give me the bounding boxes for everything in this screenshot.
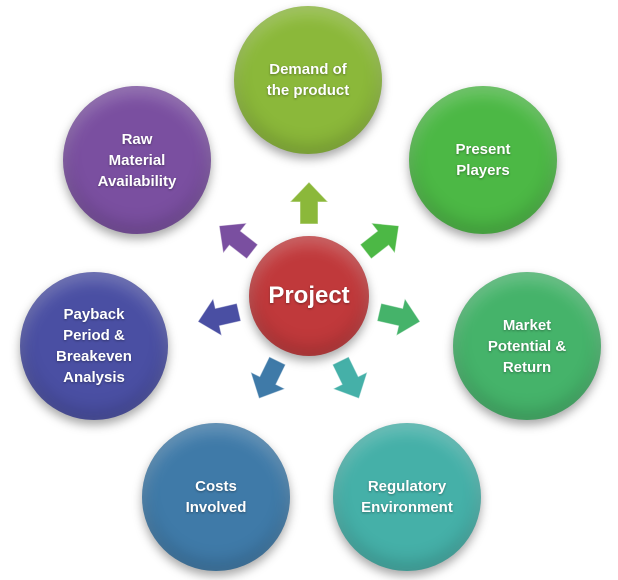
node-label-raw: Raw Material Availability xyxy=(97,130,177,190)
node-label-regulatory: Regulatory Environment xyxy=(361,478,453,516)
node-costs-involved: Costs Involved xyxy=(142,423,290,571)
center-label: Project xyxy=(268,282,350,309)
center-node-project: Project xyxy=(249,236,369,356)
node-label-market: Market Potential & Return xyxy=(487,316,567,376)
node-regulatory-environment: Regulatory Environment xyxy=(333,423,481,571)
node-market-potential-return: Market Potential & Return xyxy=(453,272,601,420)
node-label-costs: Costs Involved xyxy=(185,478,247,516)
arrow-to-market xyxy=(376,297,421,337)
arrow-to-payback xyxy=(197,297,242,337)
node-demand-of-the-product: Demand of the product xyxy=(234,6,382,154)
node-raw-material-availability: Raw Material Availability xyxy=(63,86,211,234)
node-label-players: Present Players xyxy=(455,141,511,179)
node-present-players: Present Players xyxy=(409,86,557,234)
arrow-to-costs xyxy=(249,356,287,400)
arrow-to-players xyxy=(359,222,400,260)
arrow-to-demand xyxy=(288,181,330,225)
node-label-payback: Payback Period & Breakeven Analysis xyxy=(56,306,132,386)
node-payback-period-breakeven: Payback Period & Breakeven Analysis xyxy=(20,272,168,420)
arrow-to-raw xyxy=(218,222,259,260)
arrow-to-regulatory xyxy=(331,356,369,400)
node-label-demand: Demand of the product xyxy=(266,61,350,99)
